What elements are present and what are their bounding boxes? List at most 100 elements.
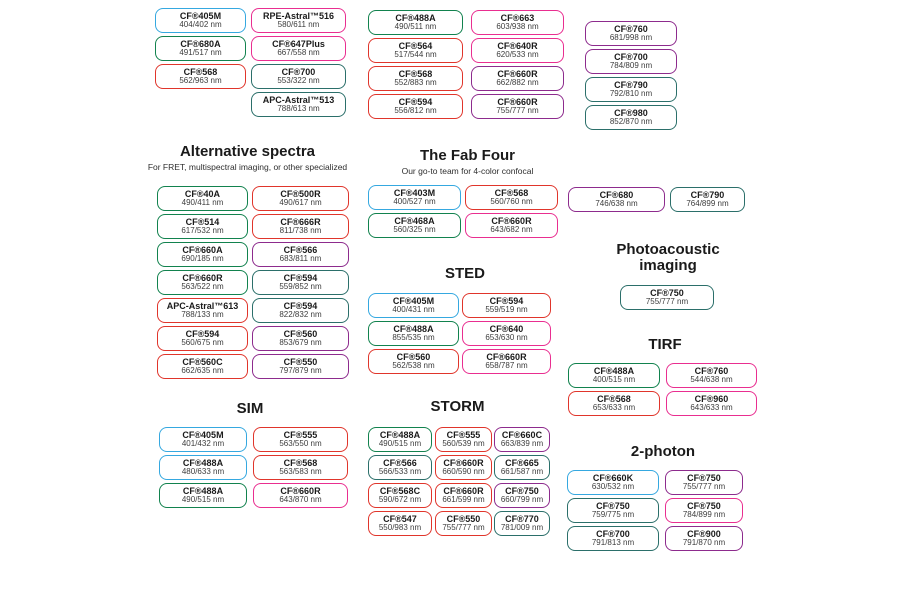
dye-name: CF®568C <box>379 485 421 496</box>
dye-wavelengths: 746/638 nm <box>595 199 638 209</box>
dye-wavelengths: 562/963 nm <box>179 76 222 86</box>
dye-wavelengths: 658/787 nm <box>485 361 528 371</box>
dye-name: CF®660A <box>182 244 223 255</box>
dye-wavelengths: 401/432 nm <box>181 439 225 449</box>
dye-wavelengths: 643/870 nm <box>279 495 322 505</box>
dye-wavelengths: 755/777 nm <box>682 482 726 492</box>
dye-wavelengths: 603/938 nm <box>496 22 539 32</box>
dye-wavelengths: 550/983 nm <box>378 523 422 533</box>
dye-wavelengths: 853/679 nm <box>279 338 322 348</box>
dye-wavelengths: 560/325 nm <box>393 225 436 235</box>
dye-name: CF®790 <box>614 79 648 90</box>
dye-wavelengths: 491/517 nm <box>179 48 222 58</box>
dye-name: CF®640 <box>489 323 524 334</box>
section-sim-header: SIM <box>150 401 350 417</box>
dye-name: CF®488A <box>395 12 436 23</box>
dye-name: CF®405M <box>392 295 435 306</box>
dye-name: CF®750 <box>687 500 721 511</box>
dye-wavelengths: 563/550 nm <box>279 439 322 449</box>
dye-name: CF®660R <box>486 351 527 362</box>
dye-name: CF®568 <box>398 68 433 79</box>
dye-name: CF®566 <box>283 244 318 255</box>
dye-wavelengths: 560/760 nm <box>490 197 533 207</box>
dye-wavelengths: 653/630 nm <box>485 333 528 343</box>
dye-name: CF®700 <box>281 66 316 77</box>
dye-name: CF®560 <box>396 351 431 362</box>
dye-name: CF®568 <box>597 393 631 404</box>
dye-wavelengths: 797/879 nm <box>279 366 322 376</box>
dye-name: CF®564 <box>398 40 433 51</box>
dye-name: CF®900 <box>687 528 721 539</box>
dye-wavelengths: 552/883 nm <box>394 78 437 88</box>
section-fab-four-header: The Fab Four Our go-to team for 4-color … <box>370 148 565 176</box>
dye-name: CF®488A <box>393 323 434 334</box>
fab-four-title: The Fab Four <box>420 147 515 164</box>
section-sted-header: STED <box>370 266 560 282</box>
dye-wavelengths: 683/811 nm <box>279 254 322 264</box>
dye-wavelengths: 517/544 nm <box>394 50 437 60</box>
dye-wavelengths: 563/583 nm <box>279 467 322 477</box>
dye-name: CF®700 <box>614 51 648 62</box>
dye-wavelengths: 811/738 nm <box>279 226 322 236</box>
dye-wavelengths: 643/633 nm <box>690 403 733 413</box>
dye-wavelengths: 663/839 nm <box>500 439 544 449</box>
dye-name: RPE-Astral™516 <box>262 10 335 21</box>
dye-wavelengths: 563/522 nm <box>181 282 224 292</box>
dye-wavelengths: 690/185 nm <box>181 254 224 264</box>
two-photon-title: 2-photon <box>630 443 696 460</box>
dye-wavelengths: 490/515 nm <box>181 495 225 505</box>
dye-name: CF®594 <box>398 96 433 107</box>
dye-wavelengths: 553/322 nm <box>277 76 320 86</box>
dye-wavelengths: 620/533 nm <box>496 50 539 60</box>
fab-four-subtitle: Our go-to team for 4-color confocal <box>401 165 534 176</box>
dye-name: CF®468A <box>394 215 435 226</box>
dye-name: CF®405M <box>179 10 222 21</box>
dye-name: CF®40A <box>184 188 221 199</box>
dye-name: CF®680 <box>599 189 634 200</box>
dye-name: CF®550 <box>283 356 318 367</box>
section-two-photon-header: 2-photon <box>593 444 733 460</box>
dye-wavelengths: 788/613 nm <box>277 104 320 114</box>
dye-wavelengths: 661/587 nm <box>500 467 544 477</box>
dye-wavelengths: 544/638 nm <box>690 375 733 385</box>
dye-name: CF®660R <box>497 68 538 79</box>
